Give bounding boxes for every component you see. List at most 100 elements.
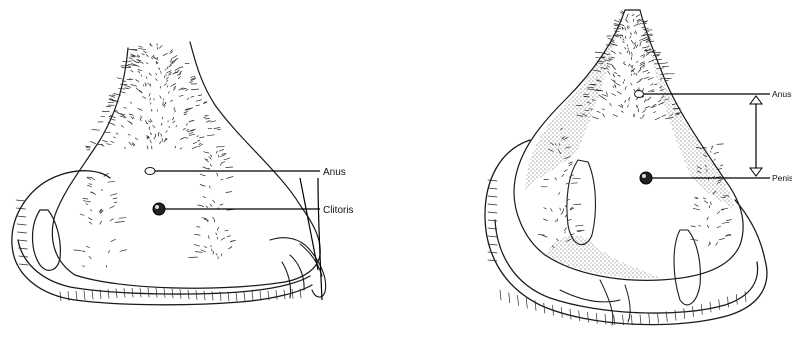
tail-segment-tick — [684, 308, 685, 318]
fur-stroke — [222, 154, 226, 155]
fur-stroke — [628, 48, 629, 49]
fur-stroke — [138, 48, 145, 49]
fur-stroke — [214, 128, 220, 129]
fur-stroke — [192, 89, 199, 90]
fur-stroke — [632, 52, 633, 55]
fur-stroke — [163, 53, 167, 55]
fur-stroke — [87, 185, 91, 187]
tail-segment-tick — [236, 292, 237, 301]
fur-stroke — [115, 110, 117, 111]
fur-stroke — [217, 237, 218, 239]
fur-stroke — [88, 218, 92, 220]
fur-stroke — [654, 84, 657, 85]
fur-stroke — [613, 67, 616, 70]
tail-segment-tick — [244, 292, 245, 301]
fur-stroke — [661, 74, 668, 75]
tail-segment-tick — [172, 289, 173, 298]
fur-stroke — [143, 97, 146, 99]
fur-stroke — [158, 68, 160, 70]
fur-stroke — [195, 252, 202, 253]
female-bracket-line-2 — [300, 178, 318, 270]
fur-stroke — [705, 201, 708, 203]
fur-stroke — [645, 99, 646, 102]
fur-stroke — [189, 132, 193, 134]
fur-stroke — [634, 31, 636, 34]
fur-stroke — [170, 50, 172, 52]
fur-stroke — [164, 84, 166, 86]
fur-stroke — [710, 202, 711, 205]
female-figure: Anus Clitoris — [12, 42, 354, 305]
tail-segment-tick — [693, 307, 694, 317]
fur-stroke — [625, 86, 626, 89]
tail-segment-tick — [605, 314, 606, 324]
fur-stroke — [187, 130, 189, 131]
fur-stroke — [117, 222, 124, 223]
fur-stroke — [117, 78, 122, 79]
fur-stroke — [110, 99, 113, 100]
fur-stroke — [611, 80, 615, 82]
fur-stroke — [140, 116, 142, 118]
fur-stroke — [631, 40, 633, 43]
fur-stroke — [138, 66, 140, 68]
fur-stroke — [125, 85, 131, 87]
fur-stroke — [565, 232, 566, 233]
anogenital-distance-arrow — [750, 96, 762, 176]
fur-stroke — [625, 36, 626, 38]
fur-stroke — [617, 92, 621, 94]
fur-stroke — [220, 155, 225, 157]
fur-stroke — [693, 208, 700, 210]
fur-stroke — [608, 71, 610, 74]
fur-stroke — [640, 42, 642, 44]
fur-stroke — [655, 117, 660, 119]
fur-stroke — [80, 214, 84, 216]
fur-stroke — [632, 14, 634, 15]
tail-segment-tick — [188, 290, 189, 299]
fur-stroke — [137, 57, 139, 58]
fur-stroke — [216, 253, 217, 255]
fur-stroke — [569, 164, 572, 166]
fur-stroke — [634, 42, 636, 44]
fur-stroke — [129, 114, 133, 115]
tail-segment-tick — [204, 291, 205, 300]
tail-segment-tick — [252, 292, 253, 301]
fur-stroke — [190, 134, 195, 135]
fur-stroke — [129, 142, 132, 145]
fur-stroke — [131, 70, 133, 72]
fur-stroke — [167, 77, 169, 79]
fur-stroke — [167, 80, 168, 81]
fur-stroke — [175, 111, 176, 112]
fur-stroke — [615, 73, 617, 74]
fur-stroke — [174, 108, 175, 110]
fur-stroke — [613, 115, 617, 117]
fur-stroke — [648, 78, 653, 80]
fur-stroke — [161, 123, 162, 125]
fur-stroke — [714, 159, 715, 161]
fur-stroke — [150, 98, 151, 100]
fur-stroke — [146, 55, 148, 57]
fur-stroke — [196, 105, 200, 106]
fur-stroke — [634, 47, 635, 48]
fur-stroke — [627, 27, 628, 29]
fur-stroke — [643, 47, 649, 49]
male-anus-label: Anus — [772, 89, 791, 99]
fur-stroke — [602, 109, 605, 110]
female-left-flap — [33, 210, 61, 270]
fur-stroke — [150, 133, 152, 135]
fur-stroke — [89, 256, 91, 258]
fur-stroke — [727, 220, 732, 221]
fur-stroke — [198, 205, 204, 207]
tail-segment-tick — [631, 315, 632, 325]
fur-stroke — [201, 250, 206, 252]
fur-stroke — [221, 238, 225, 240]
fur-stroke — [141, 75, 142, 77]
fur-stroke — [217, 146, 225, 147]
fur-stroke — [621, 104, 622, 105]
fur-stroke — [643, 70, 648, 72]
fur-stroke — [170, 72, 172, 73]
tail-segment-tick — [649, 314, 650, 324]
fur-stroke — [563, 209, 564, 212]
fur-stroke — [147, 146, 148, 149]
fur-stroke — [636, 73, 637, 75]
fur-stroke — [119, 218, 126, 219]
